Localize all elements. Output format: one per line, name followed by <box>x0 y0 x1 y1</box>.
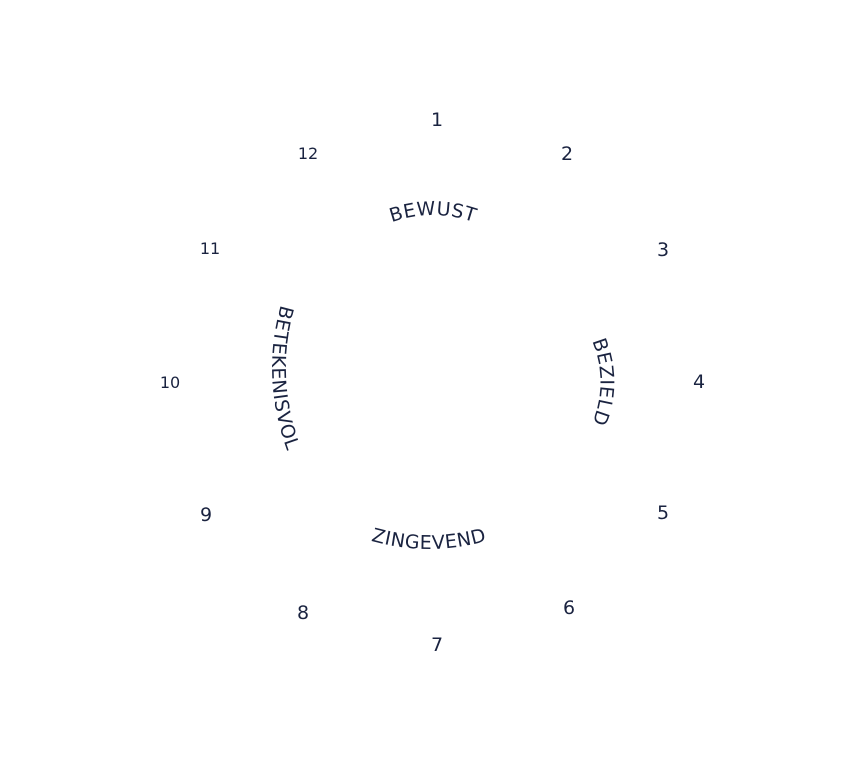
clock-number-10: 10 <box>160 373 180 392</box>
word-right-label: BEZIELD <box>588 335 618 428</box>
clock-number-1: 1 <box>431 109 443 131</box>
clock-number-7: 7 <box>431 634 443 656</box>
word-left: BETEKENISVOL <box>267 304 304 453</box>
word-top: BEWUST <box>387 198 480 227</box>
clock-number-8: 8 <box>297 602 309 624</box>
clock-number-6: 6 <box>563 597 575 619</box>
word-top-label: BEWUST <box>387 198 479 227</box>
clock-number-11: 11 <box>200 239 220 258</box>
word-right: BEZIELD <box>588 335 618 428</box>
clock-number-4: 4 <box>693 371 705 393</box>
clock-number-5: 5 <box>657 502 669 524</box>
clock-number-9: 9 <box>200 504 212 526</box>
word-bottom: ZINGEVEND <box>370 524 489 554</box>
clock-number-12: 12 <box>298 144 318 163</box>
word-left-label: BETEKENISVOL <box>267 304 303 453</box>
clock-number-2: 2 <box>561 143 573 165</box>
word-bottom-label: ZINGEVEND <box>370 524 488 554</box>
clock-number-3: 3 <box>657 239 669 261</box>
